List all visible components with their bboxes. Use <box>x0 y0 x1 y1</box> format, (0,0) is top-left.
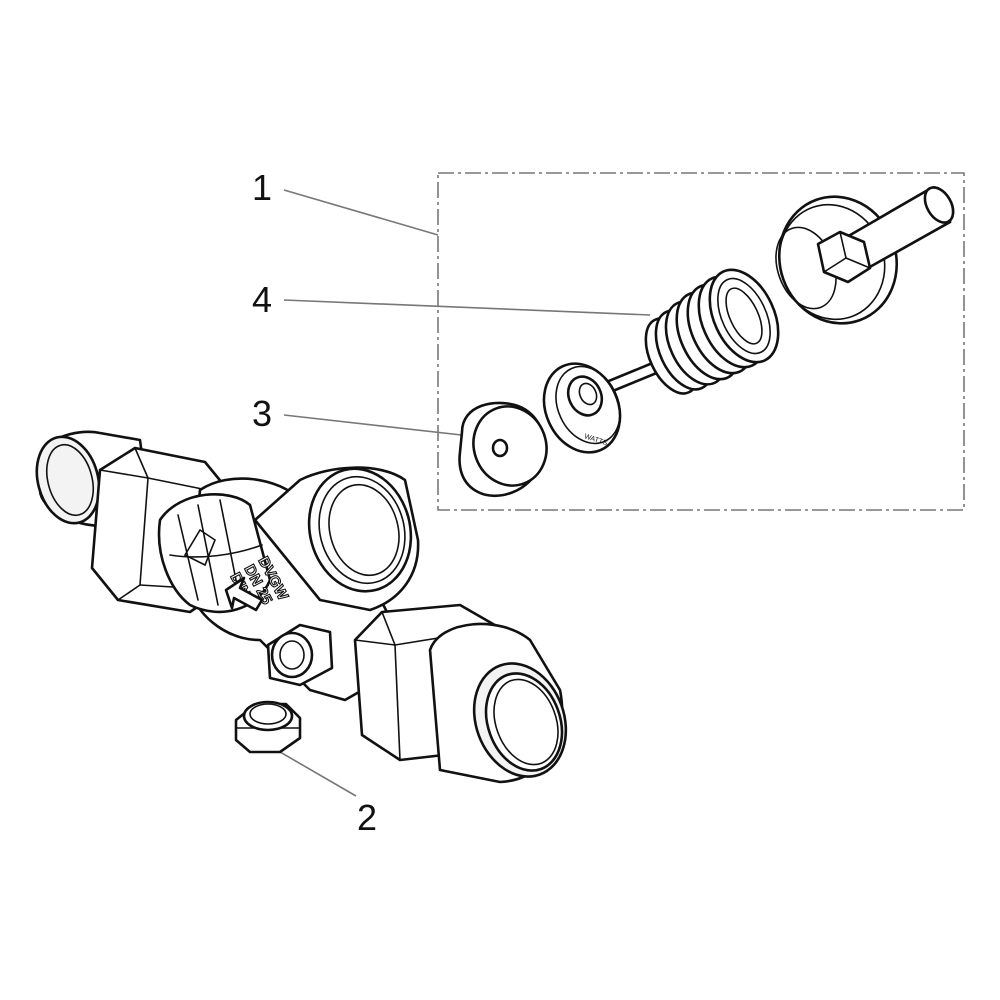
spring-assembly-part: WATTS <box>542 268 780 454</box>
bonnet-stem-part <box>775 186 955 325</box>
leader-line-1 <box>283 189 439 236</box>
callout-2: 2 <box>357 797 377 838</box>
callout-4: 4 <box>252 279 272 320</box>
flow-arrow-icon <box>224 576 264 612</box>
leader-line-3 <box>283 414 489 439</box>
gasket-disc-part <box>458 401 548 497</box>
leader-line-2 <box>267 744 357 797</box>
leader-line-4 <box>283 299 651 316</box>
assembly-frame <box>437 172 965 511</box>
callout-3: 3 <box>252 393 272 434</box>
callout-1: 1 <box>252 167 272 208</box>
valve-body: DVGW DN 25 DIN <box>35 430 568 784</box>
plug-part <box>234 700 302 754</box>
